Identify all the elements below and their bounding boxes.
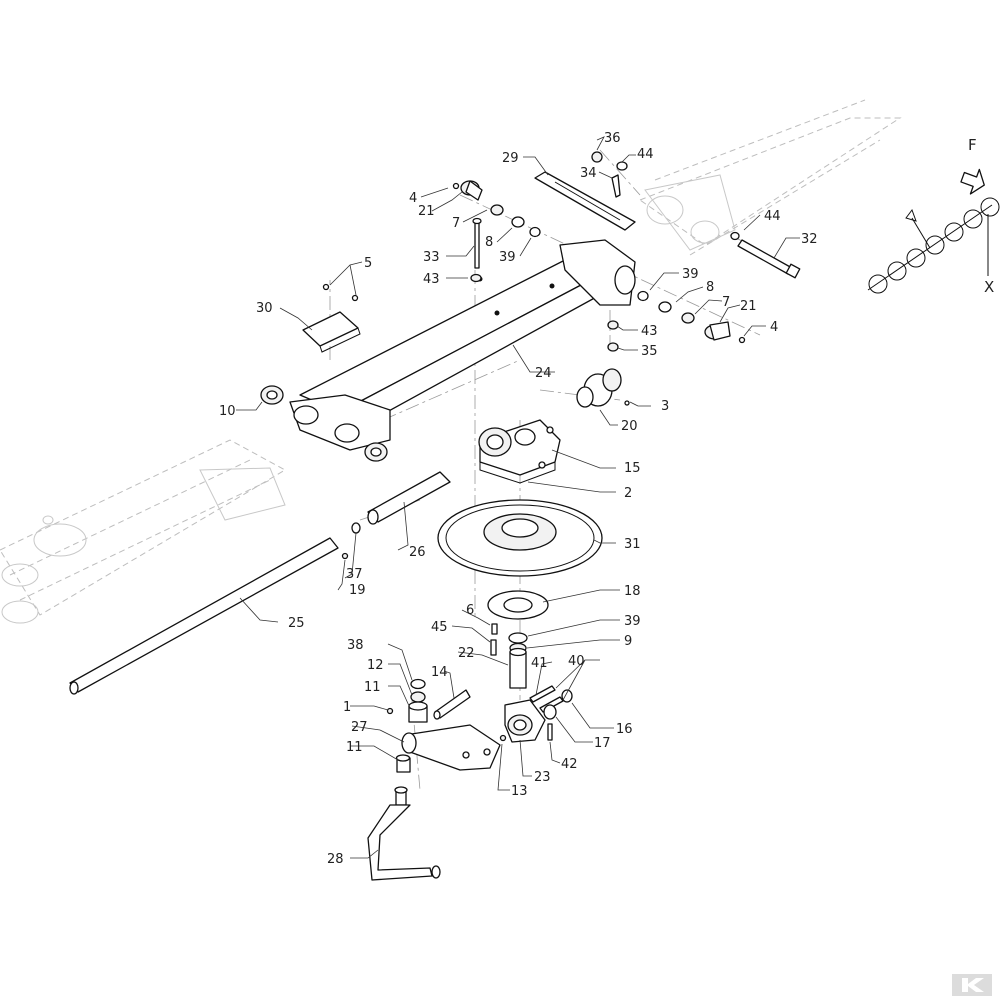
drive-shaft-part-25 [69, 537, 339, 695]
hub-stack-parts-39-9-22 [508, 632, 528, 689]
callout-21: 21 [740, 299, 757, 314]
callout-8: 8 [485, 235, 493, 250]
callout-15: 15 [624, 461, 641, 476]
callout-29: 29 [502, 151, 519, 166]
callout-20: 20 [621, 419, 638, 434]
callout-2: 2 [624, 486, 632, 501]
callout-43: 43 [641, 324, 658, 339]
callout-36: 36 [604, 131, 621, 146]
callout-44: 44 [637, 147, 654, 162]
callout-4: 4 [409, 191, 417, 206]
main-beam-part-24 [289, 239, 636, 451]
callout-13: 13 [511, 784, 528, 799]
washers-lower [637, 290, 695, 324]
bolt-and-pin-parts-6-45 [490, 623, 498, 656]
callout-14: 14 [431, 665, 448, 680]
callout-38: 38 [347, 638, 364, 653]
callout-21: 21 [418, 204, 435, 219]
callout-10: 10 [219, 404, 236, 419]
callout-24: 24 [535, 366, 552, 381]
direction-arrow-icon [960, 168, 985, 195]
angle-gearbox-part-23 [504, 699, 546, 743]
rod-part-14 [433, 689, 471, 720]
callout-23: 23 [534, 770, 551, 785]
callout-30: 30 [256, 301, 273, 316]
callout-40: 40 [568, 654, 585, 669]
callout-11: 11 [364, 680, 381, 695]
ghost-upper-right-boom [638, 99, 902, 256]
callout-1: 1 [343, 700, 351, 715]
small-ring-parts-37-19 [341, 522, 361, 560]
callout-27: 27 [351, 720, 368, 735]
universal-joint-part-20 [576, 368, 630, 408]
pins-and-washers-40-41-16-17-42 [529, 685, 573, 741]
bolt-part-33 [472, 217, 482, 269]
direction-letter: F [968, 136, 977, 154]
slotted-bracket-part-29 [534, 171, 636, 231]
direction-marker: F [960, 136, 985, 195]
cover-plate-part-30 [302, 311, 361, 353]
callout-22: 22 [458, 646, 475, 661]
callout-25: 25 [288, 616, 305, 631]
callout-37: 37 [346, 567, 363, 582]
callout-39: 39 [682, 267, 699, 282]
callout-6: 6 [466, 603, 474, 618]
callout-42: 42 [561, 757, 578, 772]
gearbox-part-15 [478, 419, 561, 484]
callout-44: 44 [764, 209, 781, 224]
callout-45: 45 [431, 620, 448, 635]
flange-plate-part-18 [487, 590, 549, 620]
nuts-and-small-washers [322, 151, 746, 352]
bushing-stack-parts-38-12-11 [386, 678, 428, 773]
callout-35: 35 [641, 344, 658, 359]
callout-11: 11 [346, 740, 363, 755]
tube-part-26 [367, 471, 451, 525]
callout-31: 31 [624, 537, 641, 552]
cutter-disc-part-31 [437, 499, 603, 577]
callout-34: 34 [580, 166, 597, 181]
callout-39: 39 [499, 250, 516, 265]
callout-8: 8 [706, 280, 714, 295]
small-pin-part-13 [499, 734, 507, 742]
callout-33: 33 [423, 250, 440, 265]
callout-9: 9 [624, 634, 632, 649]
brand-logo [952, 974, 992, 996]
callout-12: 12 [367, 658, 384, 673]
arrow-head-icon [905, 208, 917, 222]
end-bearing-part-10 [260, 385, 388, 462]
callout-7: 7 [722, 295, 730, 310]
callout-3: 3 [661, 399, 669, 414]
callout-19: 19 [349, 583, 366, 598]
callout-7: 7 [452, 216, 460, 231]
washers-upper [490, 204, 541, 238]
axis-letter: X [984, 278, 994, 296]
arm-part-27 [401, 724, 501, 771]
callout-17: 17 [594, 736, 611, 751]
callout-numbers: 36 44 29 34 4 21 7 8 39 33 44 32 5 43 39… [219, 131, 818, 867]
callout-5: 5 [364, 256, 372, 271]
callout-18: 18 [624, 584, 641, 599]
callout-41: 41 [531, 656, 548, 671]
ghost-lower-left-boom [0, 439, 287, 624]
callout-32: 32 [801, 232, 818, 247]
leader-lines [236, 136, 800, 859]
long-pin-part-32 [737, 239, 801, 279]
callout-39: 39 [624, 614, 641, 629]
callout-16: 16 [616, 722, 633, 737]
callout-28: 28 [327, 852, 344, 867]
rotation-axis-indicator: X [867, 197, 1000, 296]
callout-26: 26 [409, 545, 426, 560]
callout-4: 4 [770, 320, 778, 335]
callout-43: 43 [423, 272, 440, 287]
flanged-cap-part-21 [460, 180, 731, 341]
crank-handle-part-28 [367, 786, 441, 881]
